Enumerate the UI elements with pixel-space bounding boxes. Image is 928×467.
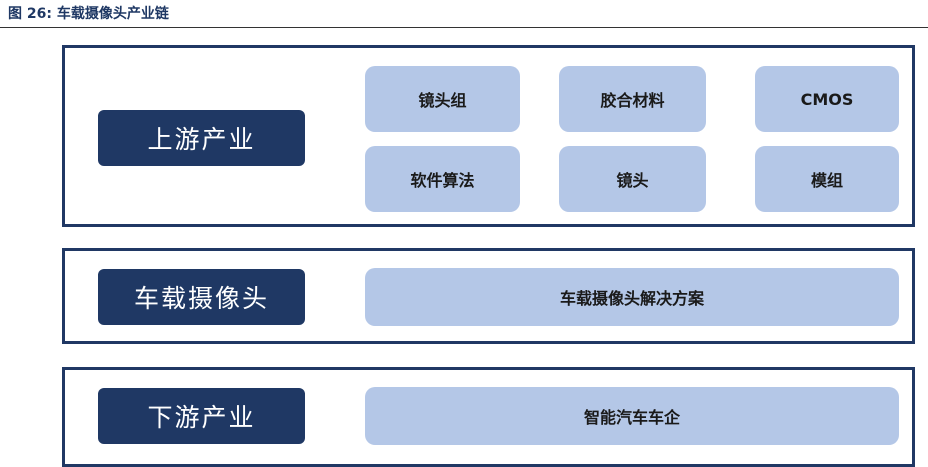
downstream-label: 下游产业 [98, 388, 305, 444]
upstream-item-cmos: CMOS [755, 66, 899, 132]
upstream-label: 上游产业 [98, 110, 305, 166]
figure-title: 图 26: 车载摄像头产业链 [8, 6, 169, 22]
upstream-item-software-algorithm: 软件算法 [365, 146, 520, 212]
title-divider [0, 27, 928, 28]
midstream-label: 车载摄像头 [98, 269, 305, 325]
upstream-item-lens: 镜头 [559, 146, 706, 212]
midstream-panel: 车载摄像头 车载摄像头解决方案 [62, 248, 915, 344]
upstream-item-lens-group: 镜头组 [365, 66, 520, 132]
upstream-item-module: 模组 [755, 146, 899, 212]
downstream-panel: 下游产业 智能汽车车企 [62, 367, 915, 467]
upstream-panel: 上游产业 镜头组 胶合材料 CMOS 软件算法 镜头 模组 [62, 45, 915, 227]
upstream-item-bonding-material: 胶合材料 [559, 66, 706, 132]
midstream-item-solution: 车载摄像头解决方案 [365, 268, 899, 326]
downstream-item-automakers: 智能汽车车企 [365, 387, 899, 445]
